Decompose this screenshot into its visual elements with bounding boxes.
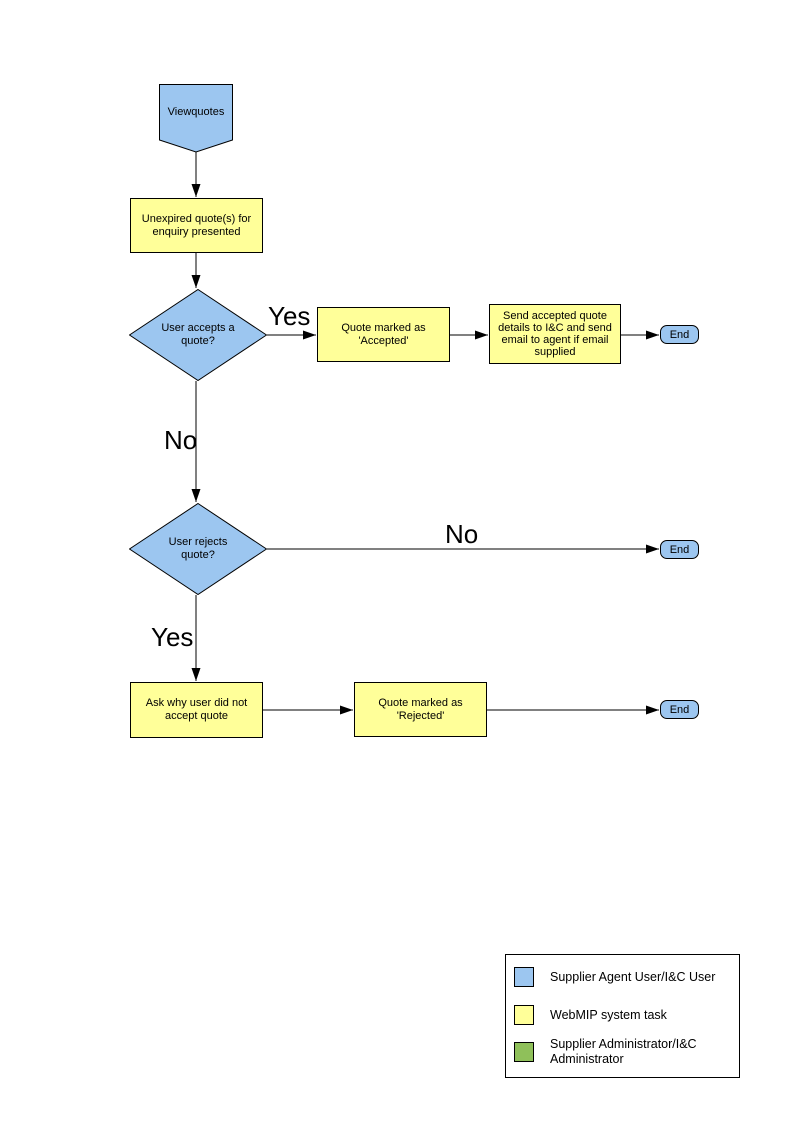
node-end-reject: End	[660, 700, 699, 719]
edge-label-accept-yes: Yes	[268, 301, 311, 331]
node-send-details-label: Send accepted quote details to I&C and s…	[498, 310, 612, 358]
pentagon-geometry	[159, 84, 233, 153]
legend-item-supplier-administrator: Supplier Administrator/I&C Administrator	[514, 1037, 735, 1067]
node-ask-why: Ask why user did not accept quote	[130, 682, 263, 738]
diamond-geometry	[129, 289, 267, 381]
node-mark-rejected-label: Quote marked as 'Rejected'	[378, 696, 463, 722]
diamond-geometry	[129, 503, 267, 595]
legend-swatch-webmip-system-task	[514, 1005, 534, 1025]
diamond-shape	[129, 289, 267, 381]
legend-label-webmip-system-task: WebMIP system task	[550, 1007, 667, 1022]
edge-label-reject-yes: Yes	[151, 622, 194, 652]
node-reject-decision: User rejects quote?	[129, 503, 267, 595]
legend-label-supplier-agent-user: Supplier Agent User/I&C User	[550, 969, 716, 984]
node-start: Viewquotes	[159, 84, 233, 153]
node-present-quotes-label: Unexpired quote(s) for enquiry presented	[141, 212, 252, 238]
node-end-accept: End	[660, 325, 699, 344]
node-start-label: Viewquotes	[167, 106, 225, 118]
diamond-shape	[129, 503, 267, 595]
node-present-quotes: Unexpired quote(s) for enquiry presented	[130, 198, 263, 253]
legend-item-webmip-system-task: WebMIP system task	[514, 1005, 735, 1025]
node-accept-decision-label: User accepts a quote?	[161, 322, 235, 347]
node-end-no-reject: End	[660, 540, 699, 559]
legend: Supplier Agent User/I&C User WebMIP syst…	[505, 954, 740, 1078]
node-mark-accepted-label: Quote marked as 'Accepted'	[341, 321, 426, 347]
edge-label-accept-no: No	[164, 425, 198, 455]
edge-label-reject-no: No	[445, 519, 479, 549]
node-ask-why-label: Ask why user did not accept quote	[145, 697, 248, 722]
node-mark-accepted: Quote marked as 'Accepted'	[317, 307, 450, 362]
legend-label-supplier-administrator: Supplier Administrator/I&C Administrator	[550, 1037, 697, 1066]
node-send-details: Send accepted quote details to I&C and s…	[489, 304, 621, 364]
legend-swatch-supplier-agent-user	[514, 967, 534, 987]
legend-swatch-supplier-administrator	[514, 1042, 534, 1062]
node-accept-decision: User accepts a quote?	[129, 289, 267, 381]
node-mark-rejected: Quote marked as 'Rejected'	[354, 682, 487, 737]
legend-item-supplier-agent-user: Supplier Agent User/I&C User	[514, 967, 735, 987]
node-reject-decision-label: User rejects quote?	[168, 536, 228, 561]
pentagon-shape	[159, 84, 233, 153]
